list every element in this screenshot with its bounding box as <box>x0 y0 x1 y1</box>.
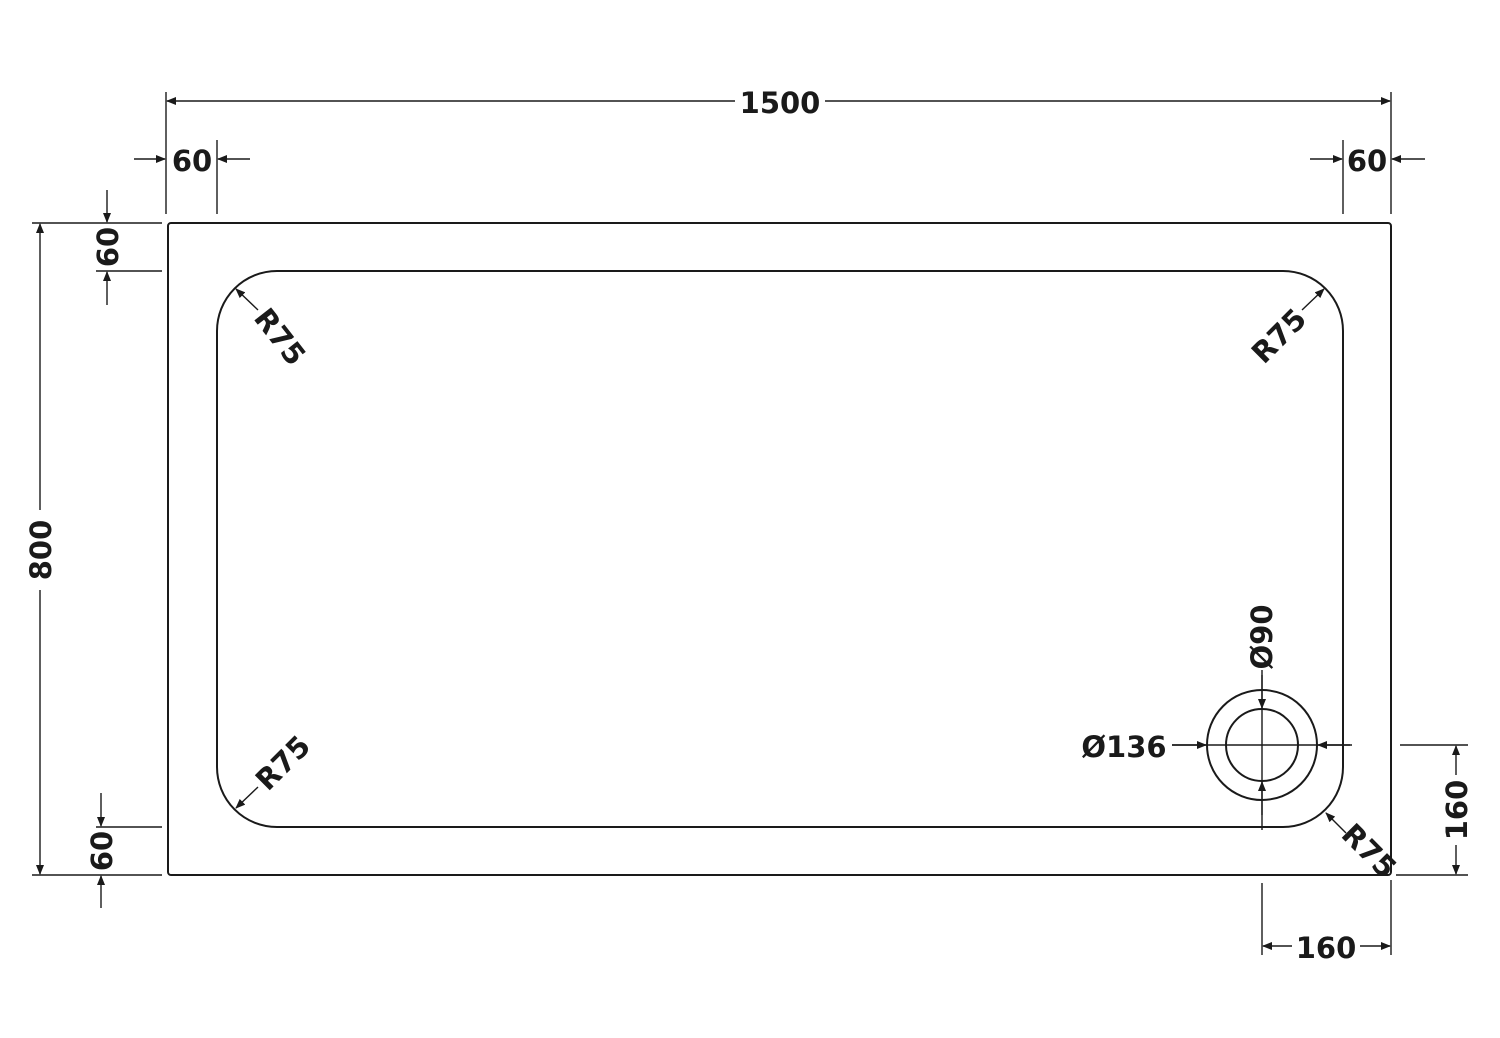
rim-left-label: 60 <box>172 144 212 178</box>
tray-outer-outline <box>167 222 1392 876</box>
radius-top-right-leader <box>1301 288 1325 311</box>
waste-side-offset-label: 160 <box>1440 780 1474 841</box>
radius-bottom-left-label: R75 <box>249 729 317 797</box>
radius-bottom-left-leader <box>235 786 259 809</box>
radius-top-left-leader <box>235 288 259 311</box>
radius-top-right-label: R75 <box>1245 302 1313 370</box>
rim-top-label: 60 <box>91 227 125 267</box>
rim-right-label: 60 <box>1347 144 1387 178</box>
radius-top-left-label: R75 <box>247 302 312 372</box>
depth-label: 800 <box>24 520 58 581</box>
waste-front-offset-label: 160 <box>1296 931 1357 965</box>
rim-bottom-label: 60 <box>85 831 119 871</box>
waste-inner-diameter-label: Ø90 <box>1245 604 1279 669</box>
waste-outer-diameter-label: Ø136 <box>1081 730 1166 764</box>
tray-inner-basin <box>216 270 1344 828</box>
radius-bottom-right-leader <box>1325 812 1347 834</box>
width-label: 1500 <box>740 86 821 120</box>
